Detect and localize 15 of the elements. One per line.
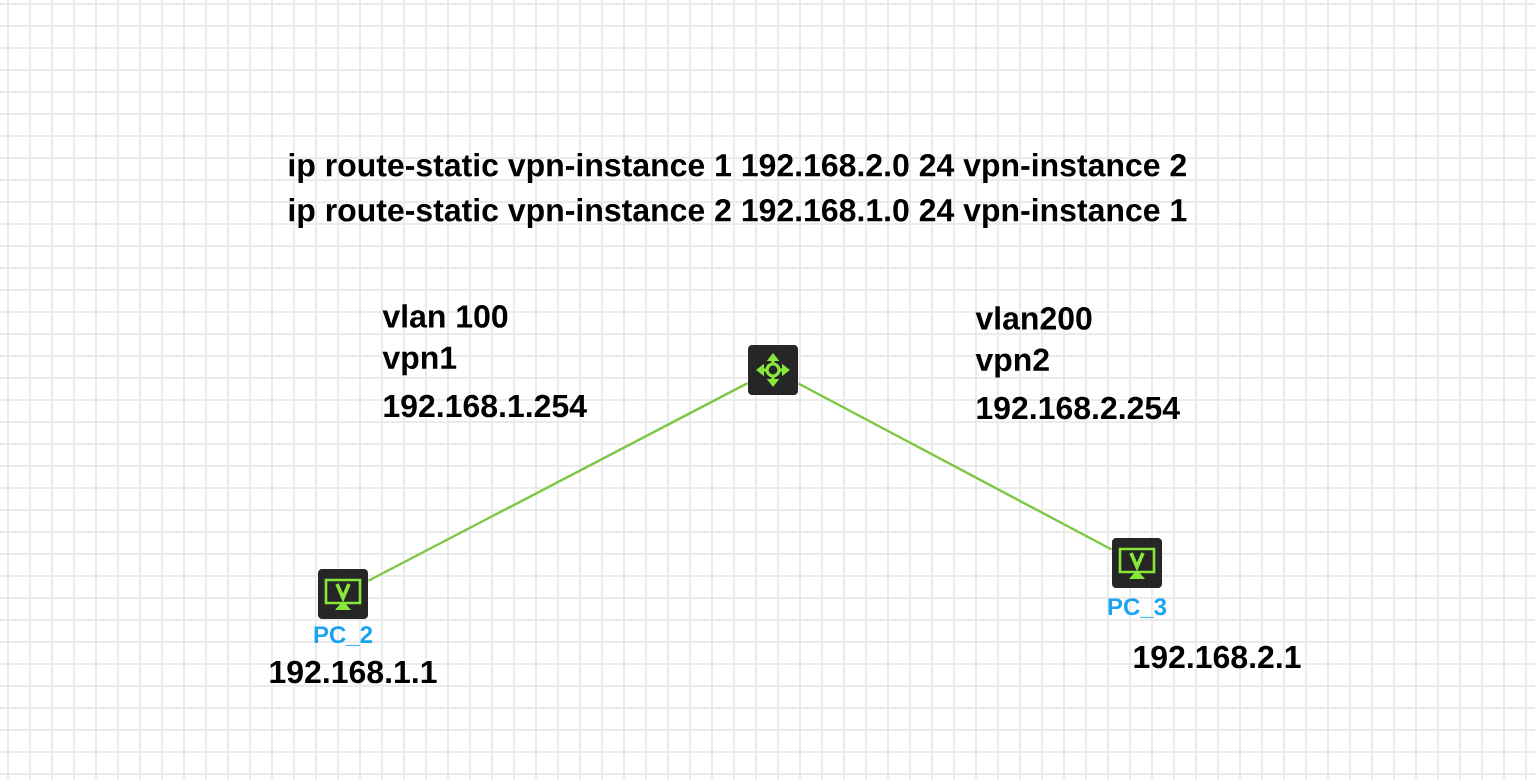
config-text: vpn1 — [382, 346, 457, 376]
config-text: vpn2 — [975, 348, 1049, 378]
connection-line — [797, 382, 1113, 551]
ip-address: 192.168.2.1 — [1134, 645, 1301, 669]
ip-address: 192.168.1.1 — [270, 660, 437, 684]
connection-line — [367, 382, 749, 582]
device-name: PC_3 — [1108, 598, 1167, 618]
command-line: ip route-static vpn-instance 1 192.168.2.0 24 vpn-instance 2 — [289, 153, 1186, 183]
config-text: 192.168.2.254 — [977, 396, 1180, 420]
config-text: vlan 100 — [382, 304, 508, 328]
command-line: ip route-static vpn-instance 2 192.168.1.0 24 vpn-instance 1 — [289, 198, 1187, 228]
config-text: vlan200 — [975, 306, 1092, 330]
switch-icon — [748, 345, 798, 395]
device-name: PC_2 — [314, 626, 373, 646]
config-text: 192.168.1.254 — [384, 394, 587, 418]
